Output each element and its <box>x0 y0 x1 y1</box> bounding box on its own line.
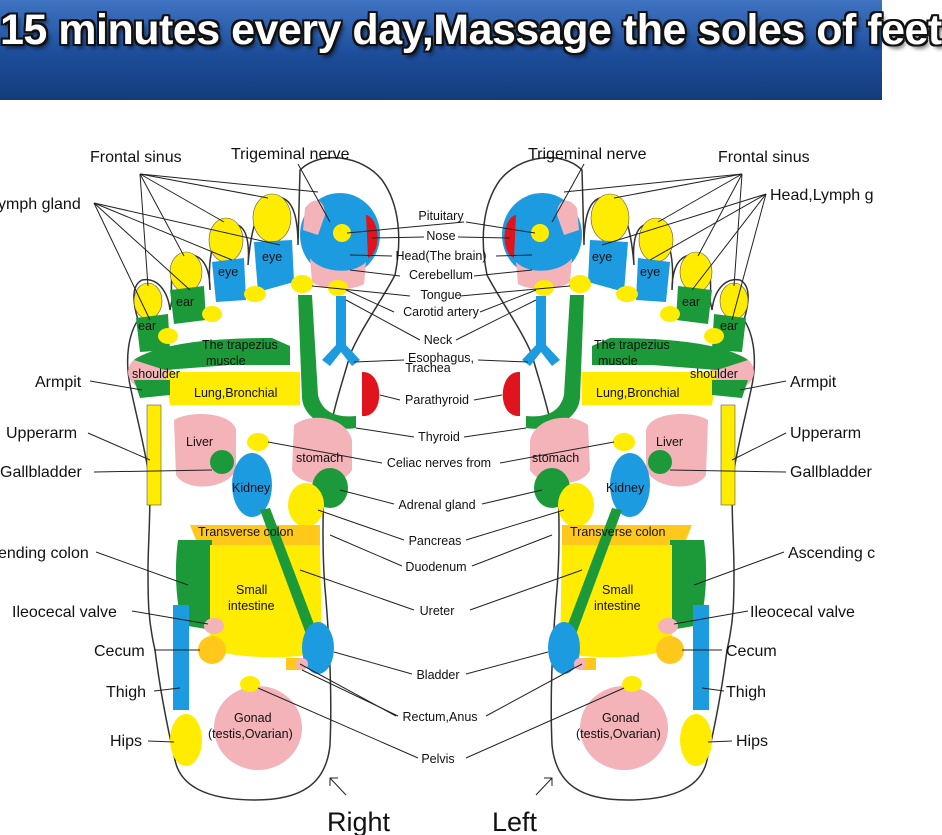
frontal-sinus-label: Frontal sinus <box>90 149 182 166</box>
tongue-label: Tongue <box>420 288 461 302</box>
kidney-label: Kidney <box>606 481 645 495</box>
kidney-label: Kidney <box>232 481 271 495</box>
parathyroid-label: Parathyroid <box>405 393 469 407</box>
neck-label: Neck <box>424 333 453 347</box>
adrenal-label: Adrenal gland <box>398 498 475 512</box>
center-leaders <box>257 221 625 759</box>
pelvis-label: Pelvis <box>421 752 454 766</box>
gallbladder-label: Gallbladder <box>0 464 83 481</box>
ureter-label: Ureter <box>420 604 455 618</box>
stomach-label: stomach <box>296 451 343 465</box>
gonad-label: (testis,Ovarian) <box>208 727 293 741</box>
lymph-gland-label: ymph gland <box>0 196 81 213</box>
hips-label: Hips <box>736 733 768 750</box>
small-intestine-label: intestine <box>594 599 641 613</box>
cecum-label: Cecum <box>726 643 777 660</box>
small-intestine-label: intestine <box>228 599 275 613</box>
trapezius-label: The trapezius <box>594 338 670 352</box>
eye-label: eye <box>218 265 238 279</box>
gonad-label: (testis,Ovarian) <box>576 727 661 741</box>
left-foot <box>482 156 756 801</box>
ileocecal-label: Ileocecal valve <box>12 604 117 621</box>
ascending-colon-label: Ascending c <box>788 545 875 562</box>
eye-label: eye <box>592 250 612 264</box>
side-arrows <box>329 777 553 796</box>
gonad-label: Gonad <box>234 711 272 725</box>
trapezius-label: muscle <box>598 354 638 368</box>
esophagus-label: Esophagus, <box>408 351 474 365</box>
upperarm-label: Upperarm <box>790 425 861 442</box>
small-intestine-label: Small <box>236 583 267 597</box>
nose-label: Nose <box>426 229 455 243</box>
eye-label: eye <box>640 265 660 279</box>
ear-label: ear <box>176 295 194 309</box>
title-banner: 15 minutes every day,Massage the soles o… <box>0 0 942 100</box>
trigeminal-label: Trigeminal nerve <box>528 146 647 163</box>
head-lymph-label: Head,Lymph g <box>770 187 873 204</box>
celiac-label: Celiac nerves from <box>387 456 491 470</box>
lung-label: Lung,Bronchial <box>596 386 679 400</box>
feet-chart: eye eye ear ear The trapezius muscle sho… <box>0 146 875 835</box>
liver-label: Liver <box>656 435 683 449</box>
transverse-label: Transverse colon <box>570 525 665 539</box>
trapezius-label: muscle <box>206 354 246 368</box>
hips-label: Hips <box>110 733 142 750</box>
frontal-sinus-label: Frontal sinus <box>718 149 810 166</box>
trachea-label: Trachea <box>405 361 450 375</box>
ear-label: ear <box>138 319 156 333</box>
eye-label: eye <box>262 250 282 264</box>
head-brain-label: Head(The brain) <box>395 249 486 263</box>
gonad-label: Gonad <box>602 711 640 725</box>
carotid-label: Carotid artery <box>403 305 479 319</box>
ileocecal-label: Ileocecal valve <box>750 604 855 621</box>
ear-label: ear <box>682 295 700 309</box>
trapezius-label: The trapezius <box>202 338 278 352</box>
ascending-colon-label: ending colon <box>0 545 89 562</box>
small-intestine-label: Small <box>602 583 633 597</box>
outer-leaders <box>87 163 787 743</box>
bladder-label: Bladder <box>416 668 459 682</box>
liver-label: Liver <box>186 435 213 449</box>
shoulder-label: shoulder <box>690 367 738 381</box>
pancreas-label: Pancreas <box>409 534 462 548</box>
cecum-label: Cecum <box>94 643 145 660</box>
ear-label: ear <box>720 319 738 333</box>
thyroid-label: Thyroid <box>418 430 460 444</box>
trigeminal-label: Trigeminal nerve <box>231 146 350 163</box>
armpit-label: Armpit <box>35 374 82 391</box>
gallbladder-label: Gallbladder <box>790 464 873 481</box>
left-foot-label: Left <box>492 807 538 835</box>
thigh-label: Thigh <box>726 684 766 701</box>
rectum-label: Rectum,Anus <box>402 710 477 724</box>
lung-label: Lung,Bronchial <box>194 386 277 400</box>
transverse-label: Transverse colon <box>198 525 293 539</box>
right-foot-label: Right <box>327 807 391 835</box>
pituitary-label: Pituitary <box>418 209 464 223</box>
thigh-label: Thigh <box>106 684 146 701</box>
armpit-label: Armpit <box>790 374 837 391</box>
duodenum-label: Duodenum <box>405 560 466 574</box>
shoulder-label: shoulder <box>132 367 180 381</box>
upperarm-label: Upperarm <box>6 425 77 442</box>
cerebellum-label: Cerebellum <box>409 268 473 282</box>
page-title: 15 minutes every day,Massage the soles o… <box>0 6 942 54</box>
